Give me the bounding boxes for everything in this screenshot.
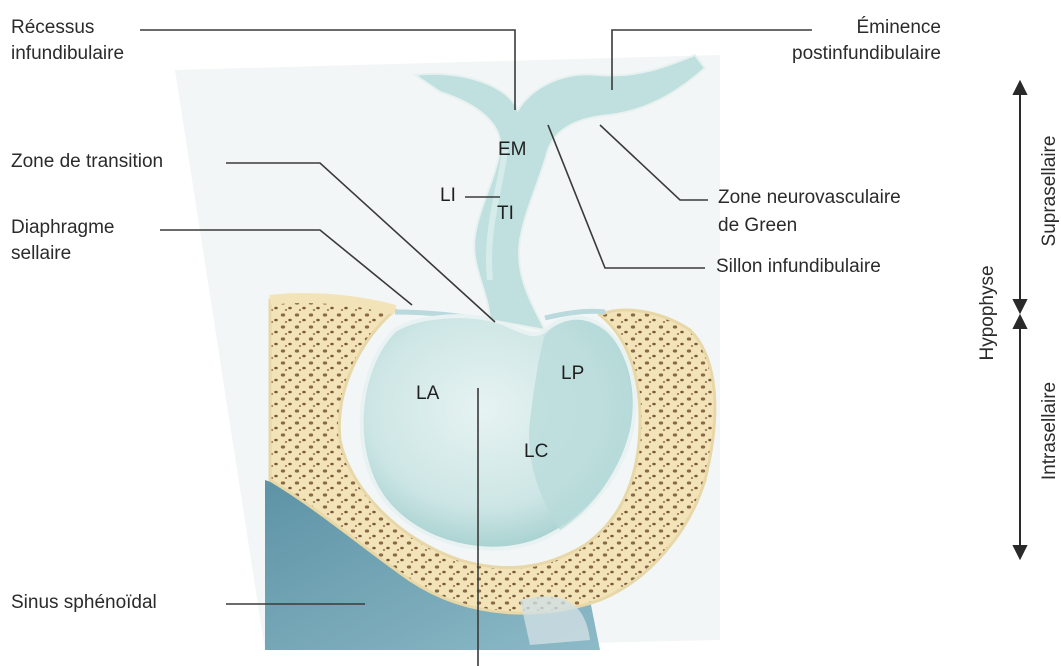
abbr-ti: TI [497, 203, 514, 225]
arrow-up-head [1014, 82, 1026, 94]
abbr-lc: LC [524, 441, 548, 463]
abbr-li: LI [440, 185, 456, 207]
abbr-lp: LP [561, 363, 584, 385]
label-diaphragme-line2: sellaire [11, 242, 115, 266]
arrow-mid-down-head [1014, 300, 1026, 312]
label-eminence: Éminence postinfundibulaire [792, 16, 941, 66]
label-suprasellaire: Suprasellaire [1039, 131, 1061, 251]
abbr-em: EM [498, 139, 527, 161]
abbr-la: LA [416, 383, 439, 405]
label-recessus: Récessus infundibulaire [11, 16, 124, 66]
arrow-down-head [1014, 546, 1026, 558]
label-sinus: Sinus sphénoïdal [11, 591, 157, 615]
label-zone-neuro: Zone neurovasculaire de Green [718, 186, 901, 238]
label-recessus-line1: Récessus [11, 16, 124, 40]
label-diaphragme: Diaphragme sellaire [11, 216, 115, 266]
label-zone-transition: Zone de transition [11, 150, 163, 174]
label-diaphragme-line1: Diaphragme [11, 216, 115, 240]
label-sillon: Sillon infundibulaire [716, 255, 881, 279]
label-eminence-line1: Éminence [792, 16, 941, 40]
label-recessus-line2: infundibulaire [11, 42, 124, 66]
label-eminence-line2: postinfundibulaire [792, 42, 941, 66]
label-zone-neuro-line2: de Green [718, 214, 901, 238]
label-intrasellaire: Intrasellaire [1039, 371, 1061, 491]
side-arrows [1014, 82, 1026, 558]
label-zone-neuro-line1: Zone neurovasculaire [718, 186, 901, 210]
label-hypophyse: Hypophyse [977, 263, 999, 363]
